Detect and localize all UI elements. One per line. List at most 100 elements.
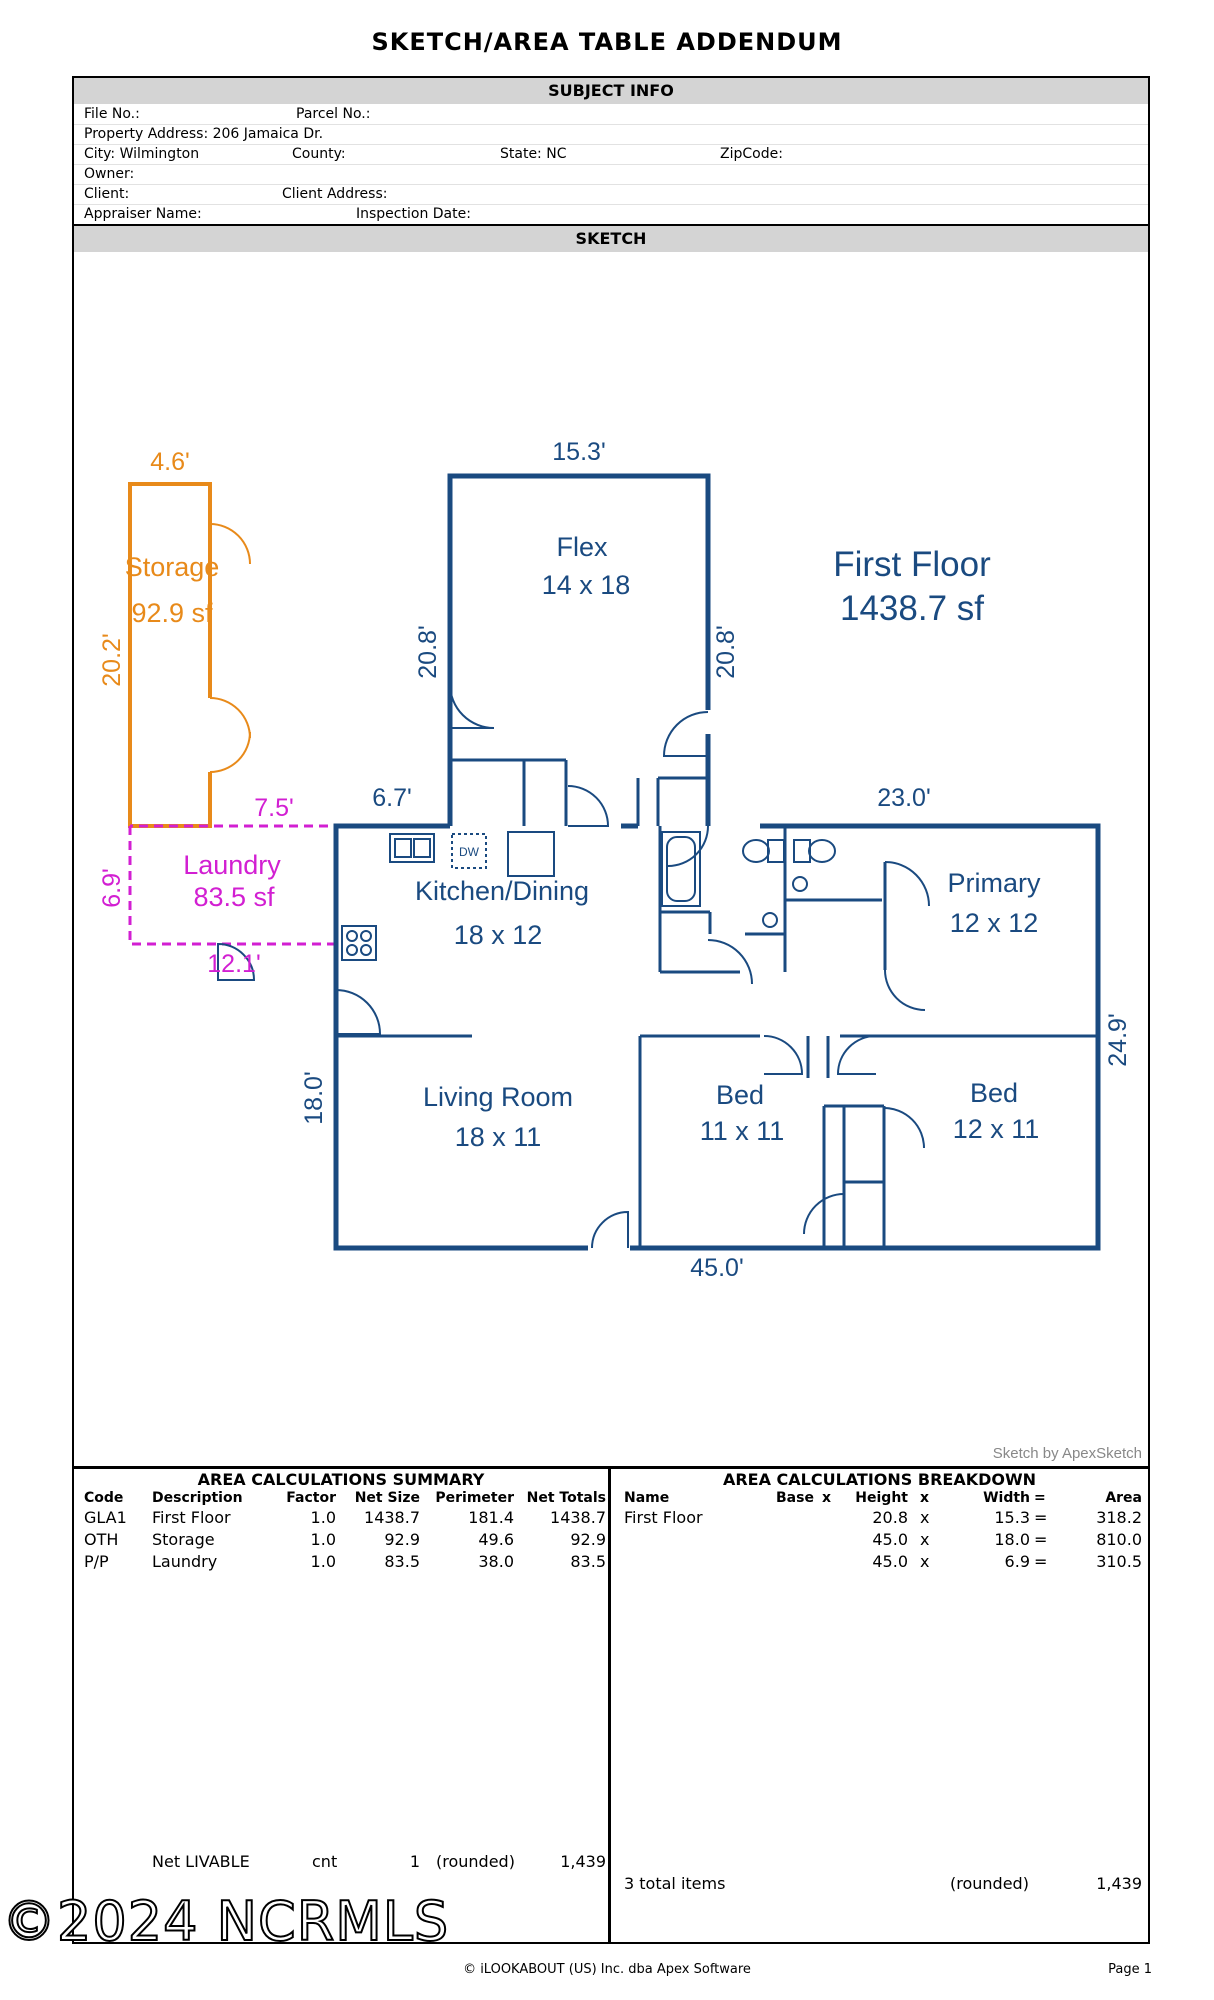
breakdown-col-base: Base xyxy=(776,1490,814,1506)
table-cell: 181.4 xyxy=(468,1508,514,1527)
breakdown-name: First Floor xyxy=(624,1508,703,1527)
sketch-credit: Sketch by ApexSketch xyxy=(993,1445,1142,1462)
room-living-name: Living Room xyxy=(423,1082,573,1112)
breakdown-col-width: Width xyxy=(983,1490,1030,1506)
laundry-door xyxy=(217,942,256,981)
table-cell: 310.5 xyxy=(1096,1552,1142,1571)
room-flex-size: 14 x 18 xyxy=(542,570,631,600)
floor-title: First Floor xyxy=(833,545,991,584)
table-middle-divider xyxy=(608,1468,611,1942)
dim-storage-side: 20.2' xyxy=(98,633,126,686)
room-kitchen-size: 18 x 12 xyxy=(454,920,543,950)
table-cell: 1.0 xyxy=(310,1552,336,1571)
table-cell: 18.0 xyxy=(994,1530,1030,1549)
storage-area xyxy=(128,482,251,828)
dim-right-side: 24.9' xyxy=(1104,1013,1132,1066)
county: County: xyxy=(292,146,346,162)
property-address: Property Address: 206 Jamaica Dr. xyxy=(84,126,324,142)
table-cell: OTH xyxy=(84,1530,119,1549)
floor-area: 1438.7 sf xyxy=(840,589,984,628)
breakdown-col-x2: x xyxy=(920,1490,930,1506)
sink xyxy=(792,876,808,892)
table-cell: GLA1 xyxy=(84,1508,127,1527)
table-cell: 83.5 xyxy=(384,1552,420,1571)
page-title: SKETCH/AREA TABLE ADDENDUM xyxy=(371,28,843,56)
table-cell: Laundry xyxy=(152,1552,218,1571)
cnt-value: 1 xyxy=(409,1852,420,1871)
table-cell: 1438.7 xyxy=(364,1508,420,1527)
room-living-size: 18 x 11 xyxy=(455,1122,542,1152)
bathtub xyxy=(661,831,701,907)
breakdown-col-area: Area xyxy=(1105,1490,1142,1506)
dishwasher xyxy=(451,833,487,869)
table-cell: 15.3 xyxy=(994,1508,1030,1527)
room-flex-name: Flex xyxy=(556,532,608,562)
dim-bottom: 45.0' xyxy=(690,1254,743,1282)
table-top-divider xyxy=(74,1466,1148,1469)
room-kitchen-name: Kitchen/Dining xyxy=(415,876,589,906)
rounded-label: (rounded) xyxy=(436,1852,515,1871)
interior-walls xyxy=(336,758,1098,1248)
table-cell: 45.0 xyxy=(872,1552,908,1571)
table-cell: = xyxy=(1034,1552,1048,1571)
divider xyxy=(74,224,1148,226)
cnt-label: cnt xyxy=(312,1852,338,1871)
floor-plan-sketch: 15.3' 20.8' 20.8' 6.7' 23.0' 24.9' 45.0'… xyxy=(98,438,1142,1462)
range xyxy=(341,925,377,961)
net-livable-label: Net LIVABLE xyxy=(152,1852,250,1871)
table-cell: = xyxy=(1034,1508,1048,1527)
net-livable-total: 1,439 xyxy=(560,1852,606,1871)
breakdown-col-name: Name xyxy=(624,1490,670,1506)
summary-col-code: Code xyxy=(84,1490,124,1506)
info-row-city: City: Wilmington County: State: NC ZipCo… xyxy=(74,144,1148,165)
state: State: NC xyxy=(500,146,567,162)
inspection-date: Inspection Date: xyxy=(356,206,471,222)
room-bed1-size: 11 x 11 xyxy=(700,1116,785,1146)
appraiser-name: Appraiser Name: xyxy=(84,206,202,222)
table-cell: 49.6 xyxy=(478,1530,514,1549)
owner: Owner: xyxy=(84,166,135,182)
summary-col-netsize: Net Size xyxy=(354,1490,420,1506)
table-cell: P/P xyxy=(84,1552,109,1571)
total-items: 3 total items xyxy=(624,1874,726,1893)
dim-right-top: 23.0' xyxy=(877,784,930,812)
info-row-owner: Owner: xyxy=(74,164,1148,185)
toilet-2 xyxy=(793,839,811,863)
toilet-1 xyxy=(767,839,785,863)
room-bed2-size: 12 x 11 xyxy=(953,1114,1040,1144)
parcel-no: Parcel No.: xyxy=(296,106,371,122)
room-primary-size: 12 x 12 xyxy=(950,908,1039,938)
table-cell: = xyxy=(1034,1530,1048,1549)
table-cell: 92.9 xyxy=(570,1530,606,1549)
kitchen-sink xyxy=(389,833,435,863)
summary-col-description: Description xyxy=(152,1490,243,1506)
breakdown-col-eq: = xyxy=(1034,1490,1046,1506)
breakdown-col-x1: x xyxy=(822,1490,832,1506)
table-cell: 1.0 xyxy=(310,1530,336,1549)
room-primary-name: Primary xyxy=(948,868,1041,898)
room-laundry-name: Laundry xyxy=(183,850,281,880)
client: Client: xyxy=(84,186,130,202)
summary-heading: AREA CALCULATIONS SUMMARY xyxy=(197,1470,485,1489)
table-cell: 20.8 xyxy=(872,1508,908,1527)
table-cell: 83.5 xyxy=(570,1552,606,1571)
doors xyxy=(335,683,930,1249)
room-storage-size: 92.9 sf xyxy=(131,598,213,628)
table-cell: 92.9 xyxy=(384,1530,420,1549)
dim-laundry-bottom: 12.1' xyxy=(207,950,260,978)
zipcode: ZipCode: xyxy=(720,146,783,162)
table-cell: x xyxy=(920,1552,930,1571)
dim-top: 15.3' xyxy=(552,438,605,466)
summary-col-factor: Factor xyxy=(286,1490,336,1506)
dim-kitchen-top: 6.7' xyxy=(372,784,412,812)
dim-laundry-top: 7.5' xyxy=(254,794,294,822)
table-cell: 1438.7 xyxy=(550,1508,606,1527)
client-address: Client Address: xyxy=(282,186,388,202)
refrigerator xyxy=(507,831,555,877)
table-cell: x xyxy=(920,1530,930,1549)
city: City: Wilmington xyxy=(84,146,200,162)
breakdown-rounded-label: (rounded) xyxy=(950,1874,1029,1893)
addendum-frame xyxy=(72,76,1150,1944)
fixtures xyxy=(341,831,836,961)
subject-info-heading: SUBJECT INFO xyxy=(74,78,1148,104)
